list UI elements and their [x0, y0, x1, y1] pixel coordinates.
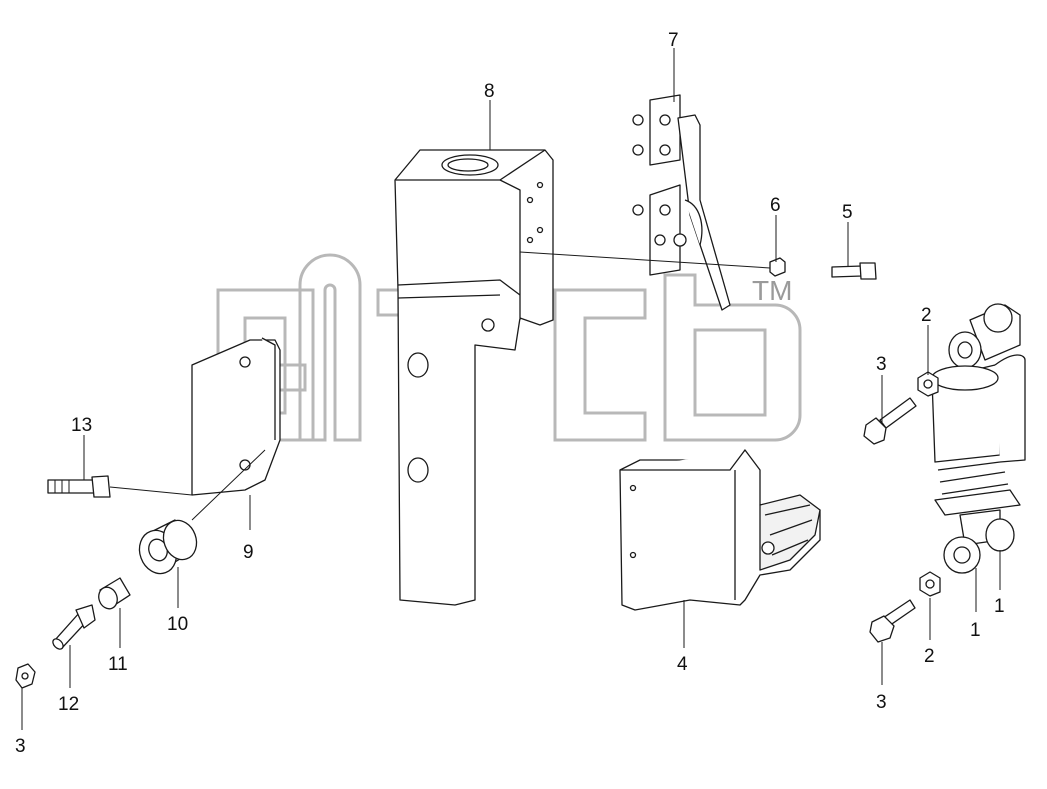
callout-13: 13	[71, 415, 92, 436]
bracket-part-8	[394, 149, 554, 606]
shock-absorber-part-1	[931, 303, 1026, 574]
callout-9: 9	[243, 542, 254, 563]
callout-8: 8	[484, 81, 495, 102]
bolt-part-3-lower	[869, 599, 916, 643]
callout-1-right: 1	[994, 596, 1005, 617]
callout-6: 6	[770, 195, 781, 216]
spacer-part-11	[98, 577, 131, 610]
callout-labels: 7 8 6 5 13 9 10 11 12 3 4 2 3 1 1 2 3	[15, 30, 1005, 757]
bolt-part-3-upper	[863, 397, 917, 445]
callout-3-upper: 3	[876, 354, 887, 375]
nut-part-6	[769, 257, 786, 277]
callout-2-lower: 2	[924, 646, 935, 667]
callout-2-upper: 2	[921, 305, 932, 326]
callout-5: 5	[842, 202, 853, 223]
bolt-part-12	[52, 604, 96, 650]
mount-part-4	[619, 449, 821, 611]
nut-part-3-left	[15, 663, 36, 689]
watermark-trademark: TM	[752, 275, 792, 306]
leader-lines	[21, 48, 1001, 730]
callout-10: 10	[167, 614, 188, 635]
callout-11: 11	[108, 654, 128, 675]
callout-7: 7	[668, 30, 679, 51]
bushing-part-10	[138, 519, 198, 575]
bolt-part-13	[47, 475, 111, 498]
bolt-part-5	[831, 262, 877, 280]
callout-1-left: 1	[970, 620, 981, 641]
callout-3-left: 3	[15, 736, 26, 757]
plate-part-9	[191, 337, 281, 496]
nut-part-2-lower	[919, 571, 941, 597]
nut-part-2-upper	[917, 371, 939, 397]
hinge-part-7	[632, 94, 731, 311]
callout-12: 12	[58, 694, 79, 715]
callout-3-lower: 3	[876, 692, 887, 713]
callout-4: 4	[677, 654, 688, 675]
